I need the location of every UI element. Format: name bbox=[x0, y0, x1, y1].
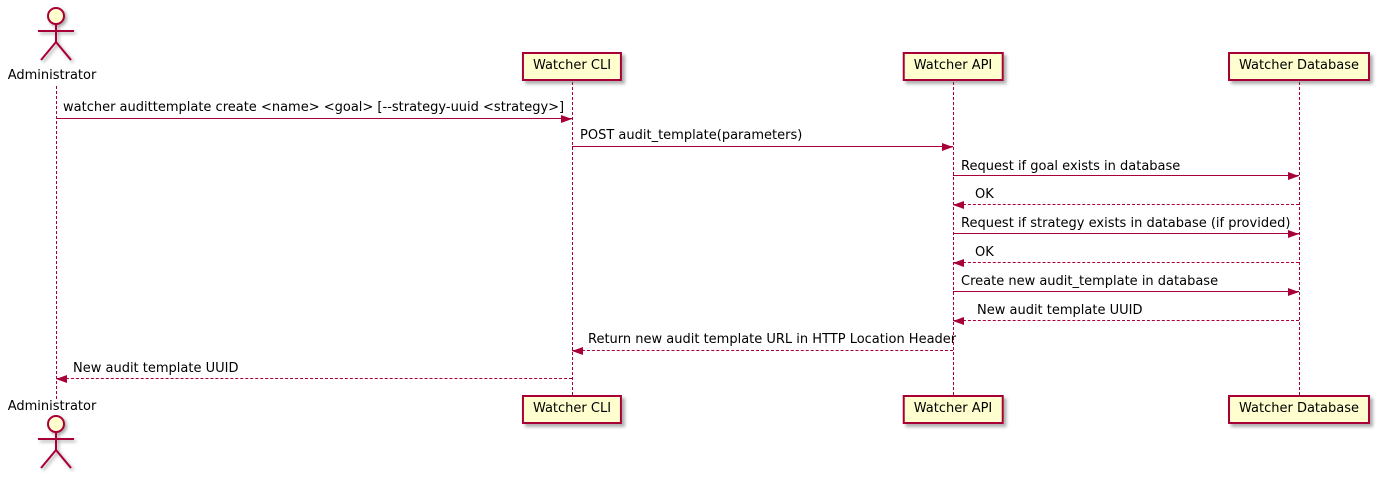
message-arrow-7 bbox=[953, 288, 1299, 296]
actor-icon bbox=[38, 415, 74, 469]
arrowhead-left-icon bbox=[572, 347, 583, 355]
message-arrow-6 bbox=[953, 259, 1299, 267]
message-label-4: OK bbox=[975, 187, 994, 202]
arrowhead-right-icon bbox=[1288, 288, 1299, 296]
actor-label-administrator-top: Administrator bbox=[7, 68, 97, 83]
message-arrow-2 bbox=[572, 143, 953, 151]
participant-watcher-cli-top: Watcher CLI bbox=[521, 52, 623, 81]
message-arrow-4 bbox=[953, 201, 1299, 209]
participant-watcher-api-bottom: Watcher API bbox=[902, 395, 1004, 424]
message-label-8: New audit template UUID bbox=[977, 303, 1143, 318]
lifeline-watcher-cli bbox=[572, 82, 573, 395]
message-arrow-9 bbox=[572, 347, 953, 355]
message-label-9: Return new audit template URL in HTTP Lo… bbox=[588, 332, 957, 347]
message-label-5: Request if strategy exists in database (… bbox=[961, 216, 1291, 231]
message-label-6: OK bbox=[975, 245, 994, 260]
arrowhead-left-icon bbox=[953, 259, 964, 267]
message-arrow-10 bbox=[56, 375, 572, 383]
message-label-10: New audit template UUID bbox=[73, 361, 239, 376]
lifeline-watcher-database bbox=[1299, 82, 1300, 395]
actor-icon bbox=[38, 7, 74, 61]
message-arrow-5 bbox=[953, 230, 1299, 238]
message-arrow-1 bbox=[56, 115, 572, 123]
message-label-7: Create new audit_template in database bbox=[961, 274, 1219, 289]
participant-watcher-database-bottom: Watcher Database bbox=[1228, 395, 1370, 424]
message-label-1: watcher audittemplate create <name> <goa… bbox=[63, 100, 565, 115]
arrowhead-left-icon bbox=[953, 317, 964, 325]
message-label-2: POST audit_template(parameters) bbox=[580, 128, 803, 143]
lifeline-administrator bbox=[56, 86, 57, 399]
message-label-3: Request if goal exists in database bbox=[961, 159, 1181, 174]
message-arrow-3 bbox=[953, 172, 1299, 180]
arrowhead-left-icon bbox=[56, 375, 67, 383]
participant-watcher-api-top: Watcher API bbox=[902, 52, 1004, 81]
arrowhead-left-icon bbox=[953, 201, 964, 209]
arrowhead-right-icon bbox=[942, 143, 953, 151]
arrowhead-right-icon bbox=[561, 115, 572, 123]
participant-watcher-cli-bottom: Watcher CLI bbox=[521, 395, 623, 424]
lifeline-watcher-api bbox=[953, 82, 954, 395]
message-arrow-8 bbox=[953, 317, 1299, 325]
arrowhead-right-icon bbox=[1288, 172, 1299, 180]
arrowhead-right-icon bbox=[1288, 230, 1299, 238]
participant-watcher-database-top: Watcher Database bbox=[1228, 52, 1370, 81]
actor-label-administrator-bottom: Administrator bbox=[7, 399, 97, 414]
